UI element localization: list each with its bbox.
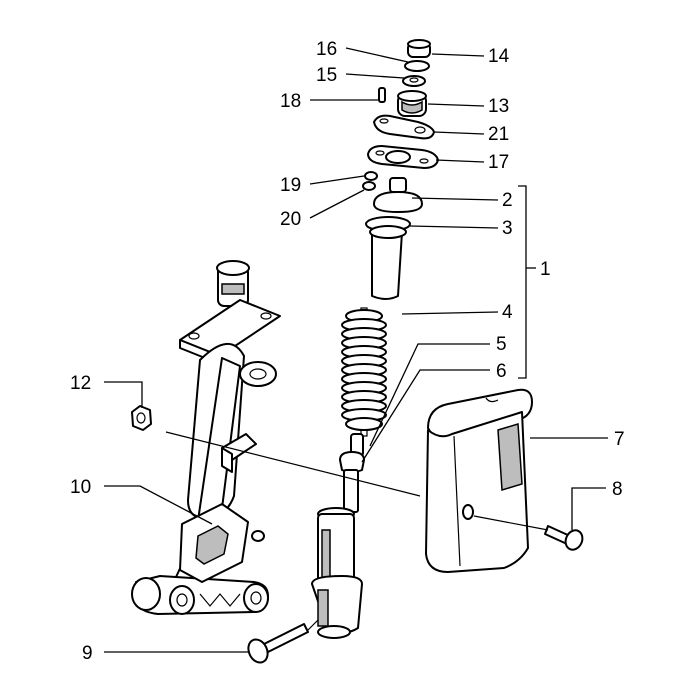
callout-5: 5 — [496, 334, 507, 355]
axis-line-swingarm — [165, 431, 421, 497]
part-20-washer — [362, 181, 376, 191]
fork-swing-arm — [131, 260, 281, 615]
callout-14: 14 — [488, 46, 510, 67]
leader-lines — [104, 47, 608, 653]
callout-15: 15 — [316, 65, 337, 86]
callout-1: 1 — [540, 259, 551, 280]
part-8-bolt — [544, 525, 584, 551]
part-2-spring-seat — [373, 177, 423, 213]
callout-7: 7 — [614, 429, 625, 450]
callout-21: 21 — [488, 124, 509, 145]
part-19-nut — [364, 171, 378, 181]
callout-3: 3 — [502, 218, 513, 239]
callout-13: 13 — [488, 96, 509, 117]
callout-2: 2 — [502, 190, 513, 211]
part-7-mudguard — [425, 388, 533, 573]
shock-absorber — [311, 469, 363, 639]
callout-6: 6 — [496, 361, 507, 382]
callout-20: 20 — [280, 209, 301, 230]
callout-19: 19 — [280, 175, 301, 196]
callout-labels: 16 14 15 18 13 21 17 19 2 20 3 1 4 5 6 1… — [70, 39, 625, 664]
callout-8: 8 — [612, 479, 623, 500]
part-15-washer — [402, 75, 426, 87]
callout-10: 10 — [70, 477, 91, 498]
callout-18: 18 — [280, 91, 301, 112]
axis-line-bolt-9 — [307, 619, 319, 631]
part-9-bolt — [247, 623, 309, 664]
callout-4: 4 — [502, 302, 513, 323]
part-21-plate — [373, 114, 435, 140]
callout-9: 9 — [82, 643, 93, 664]
part-17-mounting-plate — [367, 145, 439, 169]
part-13-rubber-bush — [397, 90, 427, 117]
part-14-top-cap — [407, 39, 431, 58]
callout-16: 16 — [316, 39, 337, 60]
axis-line-bolt-8 — [473, 515, 549, 531]
part-18-pin — [378, 87, 386, 103]
part-3-dust-boot — [365, 216, 411, 300]
callout-17: 17 — [488, 152, 509, 173]
part-16-washer — [404, 60, 430, 72]
spring-coil — [345, 417, 383, 431]
part-12-nut — [131, 405, 152, 431]
part-4-coil-spring — [341, 307, 387, 437]
callout-12: 12 — [70, 373, 91, 394]
